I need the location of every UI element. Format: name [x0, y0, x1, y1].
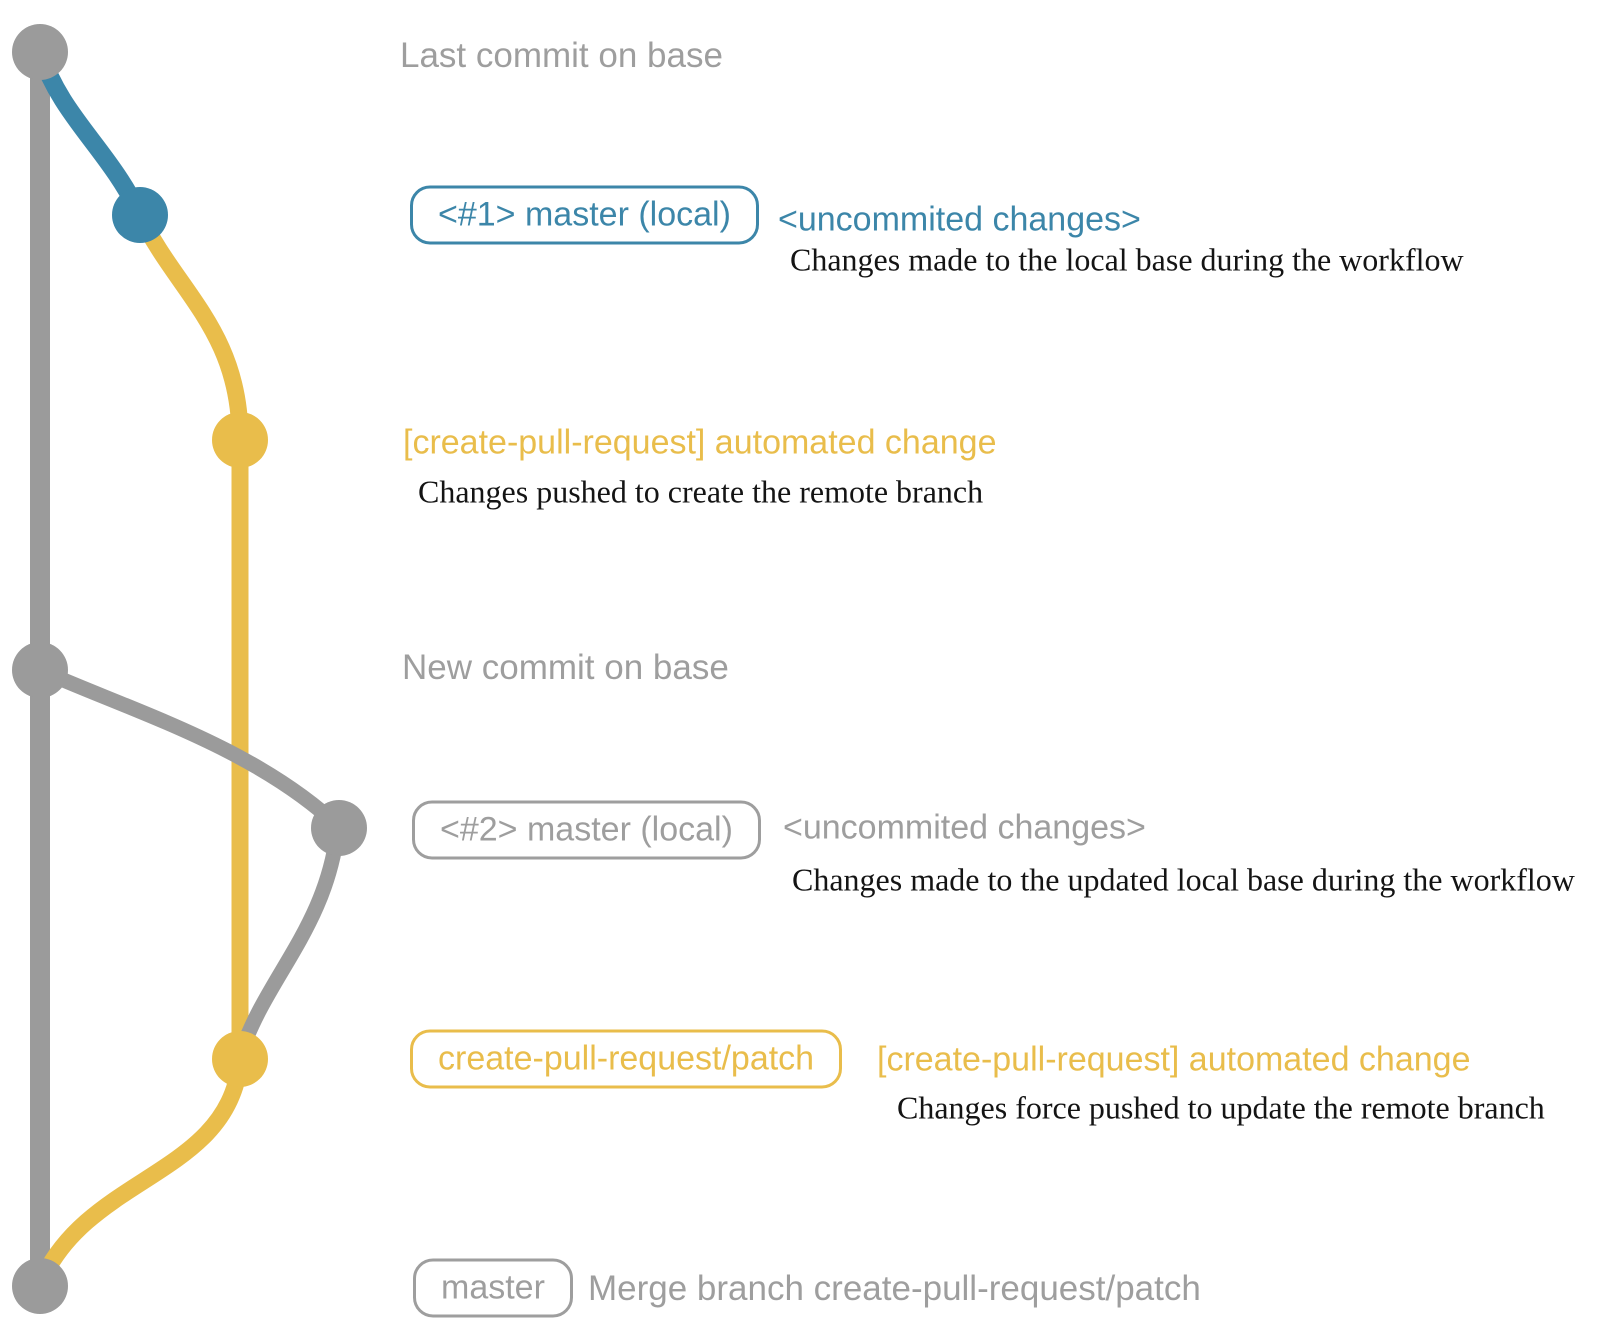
heading-new-commit-on-base: New commit on base [402, 648, 729, 687]
commit-node-uncommitted-1 [112, 187, 168, 243]
local-branch-line-2b [234, 818, 346, 1058]
annotation-uncommitted-changes-2: <uncommited changes> [783, 808, 1146, 847]
annotation-automated-change-1: [create-pull-request] automated change [403, 423, 997, 462]
branch-label-master-local-1: <#1> master (local) [410, 185, 759, 245]
commit-node-merge [12, 1258, 68, 1314]
commit-node-last-base [12, 24, 68, 80]
description-automated-change-2: Changes force pushed to update the remot… [897, 1089, 1545, 1126]
patch-merge-line [33, 1053, 249, 1289]
branch-label-master-local-2: <#2> master (local) [412, 800, 761, 860]
commit-node-patch-2 [212, 1031, 268, 1087]
description-automated-change-1: Changes pushed to create the remote bran… [418, 473, 984, 510]
branch-label-create-pull-request-patch: create-pull-request/patch [410, 1029, 843, 1089]
patch-branch-line [131, 206, 249, 1068]
local-branch-line-2 [32, 662, 346, 834]
annotation-uncommitted-changes-1: <uncommited changes> [778, 200, 1141, 239]
branch-label-master: master [413, 1258, 573, 1318]
commit-node-uncommitted-2 [311, 800, 367, 856]
annotation-automated-change-2: [create-pull-request] automated change [877, 1040, 1471, 1079]
local-branch-line-1 [31, 43, 149, 224]
description-uncommitted-changes-1: Changes made to the local base during th… [790, 241, 1464, 278]
description-merge-branch: Merge branch create-pull-request/patch [588, 1269, 1201, 1308]
heading-last-commit-on-base: Last commit on base [400, 36, 723, 75]
description-uncommitted-changes-2: Changes made to the updated local base d… [792, 861, 1575, 898]
commit-node-new-base [12, 642, 68, 698]
commit-node-patch-1 [212, 412, 268, 468]
